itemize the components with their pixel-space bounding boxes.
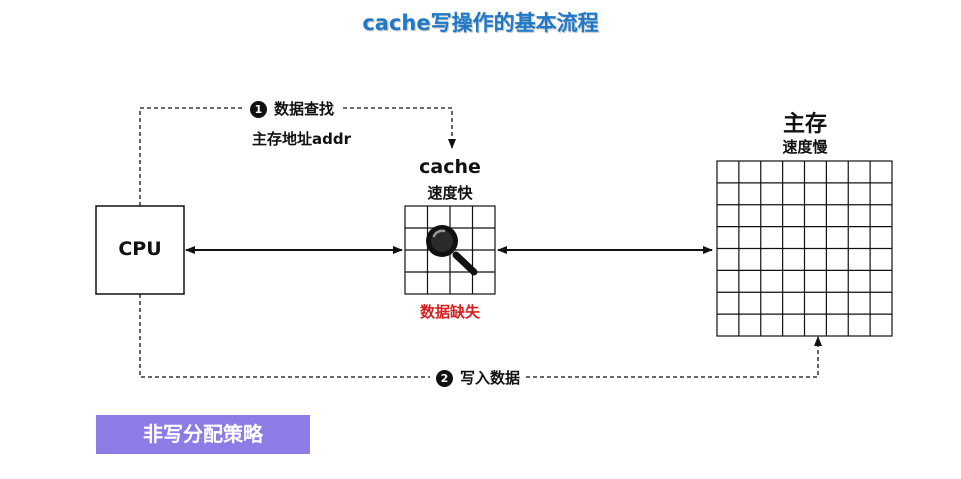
memory-name: 主存 xyxy=(782,112,828,137)
step2-label-group: 2 写入数据 xyxy=(430,367,527,388)
cache-miss-label: 数据缺失 xyxy=(419,303,481,321)
lookup-path xyxy=(139,107,456,206)
cpu-label: CPU xyxy=(118,238,162,260)
step-number-badge: 1 xyxy=(250,101,267,118)
address-label: 主存地址addr xyxy=(252,130,351,148)
step2-label: 写入数据 xyxy=(460,369,521,387)
memory-grid xyxy=(716,160,893,337)
step1-label: 数据查找 xyxy=(274,100,335,118)
cache-speed: 速度快 xyxy=(427,184,473,202)
magnifier-icon xyxy=(426,225,478,276)
step1-label-group: 1 数据查找 xyxy=(244,98,341,119)
diagram-title: cache写操作的基本流程 xyxy=(362,11,599,35)
memory-speed: 速度慢 xyxy=(782,138,828,156)
cache-name: cache xyxy=(419,156,481,178)
step-number-badge: 2 xyxy=(436,370,453,387)
policy-badge: 非写分配策略 xyxy=(96,415,310,454)
cpu-box xyxy=(95,205,185,295)
